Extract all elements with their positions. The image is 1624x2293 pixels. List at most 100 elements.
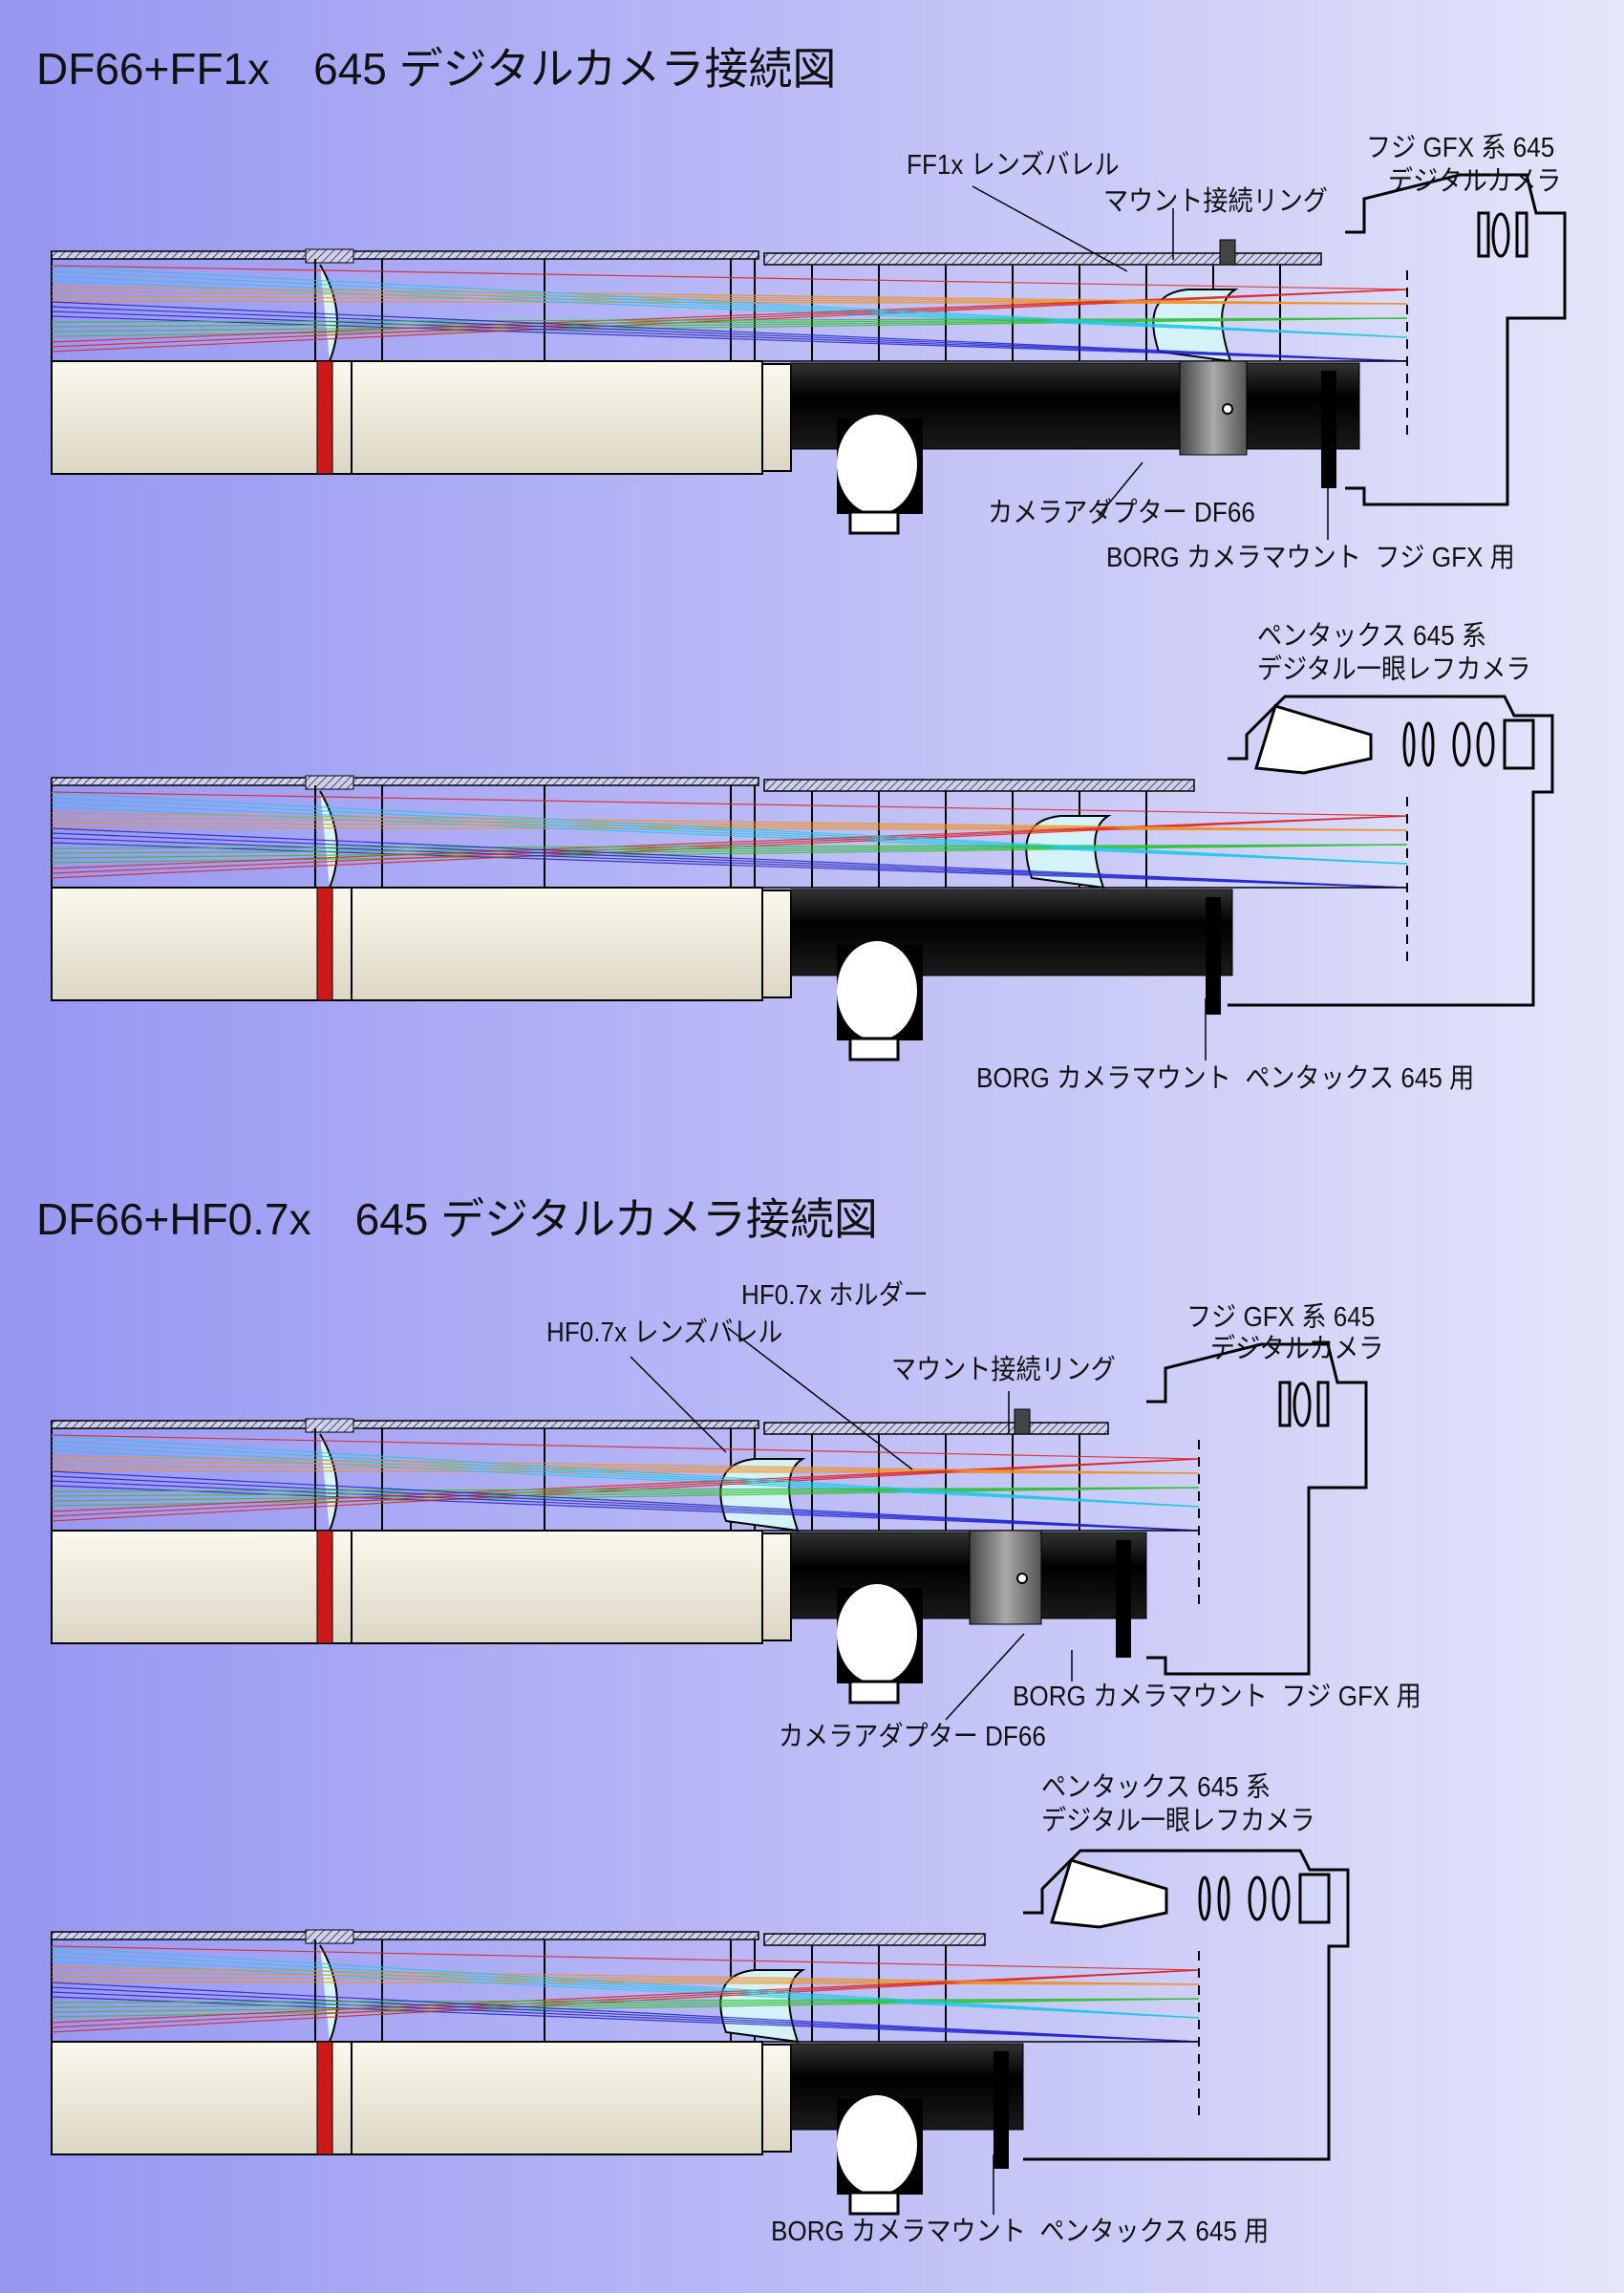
objective-lens	[319, 790, 338, 889]
label-camera-line2: デジタル一眼レフカメラ	[1041, 1806, 1315, 1836]
light-ray	[51, 1487, 1200, 1492]
light-ray	[51, 1465, 1200, 1474]
label-adapter: カメラアダプター DF66	[779, 1722, 1046, 1752]
light-ray	[51, 842, 1408, 889]
label-adapter: カメラアダプター DF66	[988, 498, 1255, 528]
eyepiece-lens	[1515, 211, 1528, 258]
light-ray	[51, 1969, 1200, 2024]
finder-knob	[837, 941, 917, 1040]
label-camera-mount: BORG カメラマウント ペンタックス 645 用	[771, 2217, 1270, 2247]
light-ray	[51, 1445, 1200, 1508]
label-camera-line1: フジ GFX 系 645	[1366, 133, 1555, 163]
red-band	[316, 887, 333, 1001]
light-ray	[51, 1485, 1200, 1532]
pentax-645-camera-outline	[1228, 695, 1554, 1007]
label-camera-mount: BORG カメラマウント フジ GFX 用	[1013, 1682, 1421, 1712]
light-ray	[51, 1487, 1200, 1502]
light-ray	[51, 832, 1408, 889]
tube-end-ring	[761, 2044, 792, 2153]
borg-camera-mount	[994, 2051, 1009, 2169]
light-ray	[51, 1998, 1200, 2008]
finder-knob	[837, 2095, 917, 2195]
section-title-ff1x: DF66+FF1x 645 デジタルカメラ接続図	[36, 44, 837, 94]
fuji-gfx-camera-outline	[1146, 1342, 1368, 1676]
light-ray	[51, 265, 1408, 290]
section-title-hf07x: DF66+HF0.7x 645 デジタルカメラ接続図	[36, 1194, 878, 1244]
eyepiece-lens	[1316, 1381, 1330, 1427]
label-camera-line1: ペンタックス 645 系	[1257, 621, 1486, 652]
light-ray	[51, 1455, 1200, 1474]
light-ray	[51, 289, 1408, 343]
light-ray	[51, 827, 1408, 889]
label-camera-line2: デジタルカメラ	[1210, 1334, 1384, 1364]
lock-screw-hole	[1222, 403, 1233, 415]
borg-camera-mount	[1116, 1540, 1131, 1658]
lock-screw-knob	[1014, 1408, 1031, 1435]
light-ray	[51, 306, 1408, 362]
leader-line	[727, 1327, 913, 1470]
light-ray	[51, 792, 1408, 865]
light-ray	[51, 802, 1408, 865]
viewfinder-lens	[1198, 1875, 1211, 1921]
main-tube-wall	[51, 250, 759, 260]
focuser-wall	[763, 1933, 986, 1946]
light-ray	[51, 815, 1408, 869]
main-tube-body	[51, 1530, 763, 1644]
viewfinder-lens	[1248, 1875, 1267, 1921]
light-ray	[51, 791, 1408, 817]
eyepiece-lens	[1477, 211, 1490, 258]
clamp-base	[848, 1037, 900, 1061]
viewfinder-lens	[1402, 721, 1416, 767]
eyepiece-lens	[1278, 1381, 1292, 1427]
light-ray	[51, 317, 1408, 332]
main-tube-wall	[51, 1931, 759, 1940]
label-camera-line2: デジタルカメラ	[1388, 166, 1562, 197]
light-ray	[51, 1470, 1200, 1532]
label-lens-barrel: FF1x レンズバレル	[907, 150, 1120, 181]
eyepiece-lens	[1491, 212, 1510, 258]
borg-camera-mount	[1321, 371, 1336, 488]
light-ray	[51, 301, 1408, 362]
red-band	[316, 2041, 333, 2155]
light-ray	[51, 1487, 1200, 1497]
lens-cell-hatch	[305, 775, 354, 790]
light-ray	[51, 1475, 1200, 1532]
objective-lens	[319, 1944, 338, 2043]
light-ray	[51, 1996, 1200, 2043]
camera-adapter-df66	[969, 1530, 1042, 1625]
eyepiece-lens	[1293, 1382, 1312, 1427]
lens-cell-hatch	[305, 1929, 354, 1944]
light-ray	[51, 311, 1408, 362]
label-camera-mount: BORG カメラマウント ペンタックス 645 用	[976, 1063, 1475, 1094]
objective-lens	[319, 1433, 338, 1532]
lock-screw-hole	[1016, 1573, 1028, 1584]
label-mount-ring: マウント接続リング	[891, 1355, 1116, 1385]
viewfinder-lens	[1421, 721, 1435, 767]
viewfinder-lens	[1217, 1875, 1230, 1921]
light-ray	[51, 1971, 1200, 1985]
light-ray	[51, 815, 1408, 874]
main-tube-body	[51, 360, 763, 475]
borg-camera-mount	[1206, 897, 1221, 1015]
light-ray	[51, 812, 1408, 831]
leader-line	[972, 185, 1128, 272]
light-ray	[51, 1961, 1200, 2019]
lens-cell-hatch	[305, 248, 354, 264]
light-ray	[51, 1982, 1200, 2043]
light-ray	[51, 1458, 1200, 1512]
viewfinder-lens	[1476, 721, 1495, 767]
light-ray	[51, 315, 1408, 362]
clamp-base	[848, 2191, 900, 2216]
light-ray	[51, 1460, 1200, 1474]
pentaprism	[1254, 704, 1373, 775]
light-ray	[51, 289, 1408, 348]
light-ray	[51, 1434, 1200, 1460]
light-ray	[51, 1945, 1200, 1971]
pentax-645-camera-outline	[1023, 1849, 1350, 2161]
light-ray	[51, 275, 1408, 338]
light-ray	[51, 266, 1408, 338]
light-ray	[51, 806, 1408, 865]
light-ray	[51, 317, 1408, 328]
lens-cell-hatch	[305, 1418, 354, 1433]
